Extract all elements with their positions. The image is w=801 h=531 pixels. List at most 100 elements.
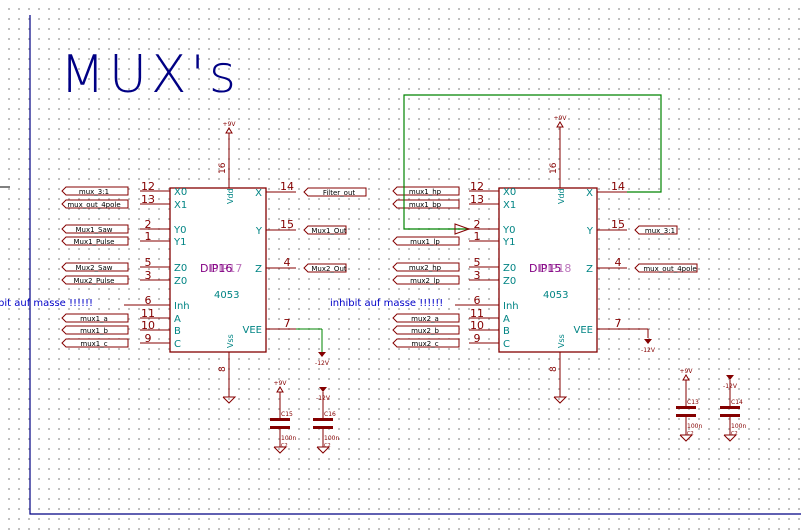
capacitor-plate (313, 426, 333, 429)
net-label (303, 263, 347, 273)
ground-icon (316, 446, 331, 454)
pin-number: 12 (141, 180, 155, 193)
power-flag (556, 121, 564, 128)
pin-number: 14 (280, 180, 294, 193)
capacitor-value: 100n (731, 423, 746, 430)
ic-reference: DIP15 (529, 262, 561, 275)
net-label (61, 199, 129, 209)
net-label-text: mux_out_4pole (67, 201, 120, 209)
pin-number: 10 (141, 319, 155, 332)
sheet-border (29, 15, 801, 515)
net-label (303, 225, 347, 235)
net-label-text: mux1_b (80, 327, 108, 335)
net-label-text: mux1_bp (409, 201, 442, 209)
ground-icon (222, 396, 237, 404)
net-label (61, 338, 129, 348)
ground-icon (679, 434, 694, 442)
net-label (61, 275, 129, 285)
power-flag (276, 386, 284, 393)
pin-number: 11 (470, 307, 484, 320)
pin-name: Y1 (173, 237, 186, 248)
capacitor-ref: C13 (687, 399, 699, 406)
capacitor-extra: C2 (281, 443, 288, 449)
power-flag-label: -12V (315, 360, 330, 367)
pin-name: C (503, 339, 510, 350)
pin-number: 15 (611, 218, 625, 231)
capacitor-extra: C2 (687, 431, 694, 437)
pin-name: Inh (174, 301, 190, 312)
net-label-text: mux1_hp (409, 188, 442, 196)
pin-name: Y1 (502, 237, 515, 248)
pin-number: 3 (145, 269, 152, 282)
pin-name: Y0 (173, 225, 186, 236)
capacitor-plate (270, 426, 290, 429)
pin-number: 4 (615, 256, 622, 269)
pin-name: X1 (503, 200, 516, 211)
pin-name: Z0 (503, 263, 516, 274)
power-flag (319, 387, 327, 392)
net-label (61, 236, 129, 246)
net-label-text: Filter_out (323, 189, 356, 197)
pin-name: Y0 (502, 225, 515, 236)
pin-number: 11 (141, 307, 155, 320)
pin-name: Y (586, 226, 594, 237)
net-label-text: mux2_b (411, 327, 439, 335)
pin-number: 16 (549, 162, 559, 174)
power-flag (682, 374, 690, 381)
power-flag (225, 127, 233, 134)
capacitor-extra: C2 (731, 431, 738, 437)
net-label-text: Mux2_Saw (75, 264, 112, 272)
pin-name: Y (255, 226, 263, 237)
net-label (392, 262, 460, 272)
ic-body (498, 187, 598, 353)
net-label (392, 186, 460, 196)
net-label-text: mux_out_4pole (643, 265, 696, 273)
pin-number: 8 (218, 366, 228, 372)
pin-number: 3 (474, 269, 481, 282)
pin-name: Z0 (174, 263, 187, 274)
power-flag-label: -12V (641, 347, 656, 354)
ic-4053 (169, 187, 267, 353)
pin-number: 10 (470, 319, 484, 332)
ground-icon (273, 446, 288, 454)
pin-name: Inh (503, 301, 519, 312)
pin-number: 14 (611, 180, 625, 193)
capacitor-plate (676, 406, 696, 409)
capacitor-value: 100n (324, 435, 339, 442)
pin-name: VEE (574, 325, 593, 336)
net-label-text: mux2_hp (409, 264, 442, 272)
pin-name: Vdd (226, 188, 235, 204)
net-label-text: Mux1_Saw (75, 226, 112, 234)
pin-name: B (503, 326, 510, 337)
power-flag-label: +9V (274, 380, 288, 387)
pin-name: Z0 (174, 276, 187, 287)
capacitor-plate (720, 414, 740, 417)
net-label-text: Mux1_Out (311, 227, 347, 235)
net-label-text: Mux1_Pulse (73, 238, 114, 246)
pin-number: 2 (474, 218, 481, 231)
net-label (454, 223, 471, 235)
ic-4053 (498, 187, 598, 353)
net-label (634, 263, 698, 273)
pin-number: 1 (474, 230, 481, 243)
pin-number: 15 (280, 218, 294, 231)
pin-number: 6 (474, 294, 481, 307)
capacitor-plate (313, 418, 333, 421)
pin-name: Vdd (557, 188, 566, 204)
net-label (61, 325, 129, 335)
capacitor-value: 100n (281, 435, 296, 442)
annotation-note: bit auf masse !!!!!! (0, 298, 93, 309)
net-label-text: mux2_c (411, 340, 438, 348)
net-label (392, 199, 460, 209)
pin-number: 4 (284, 256, 291, 269)
pin-number: 13 (141, 193, 155, 206)
pin-name: Z (586, 264, 593, 275)
capacitor-ref: C16 (324, 411, 336, 418)
pin-number: 5 (145, 256, 152, 269)
feedback-wire (403, 94, 662, 230)
pin-number: 12 (470, 180, 484, 193)
net-label-text: Mux2_Pulse (73, 277, 114, 285)
ic-value: 4053 (543, 290, 568, 301)
net-label (392, 236, 460, 246)
pin-number: 5 (474, 256, 481, 269)
